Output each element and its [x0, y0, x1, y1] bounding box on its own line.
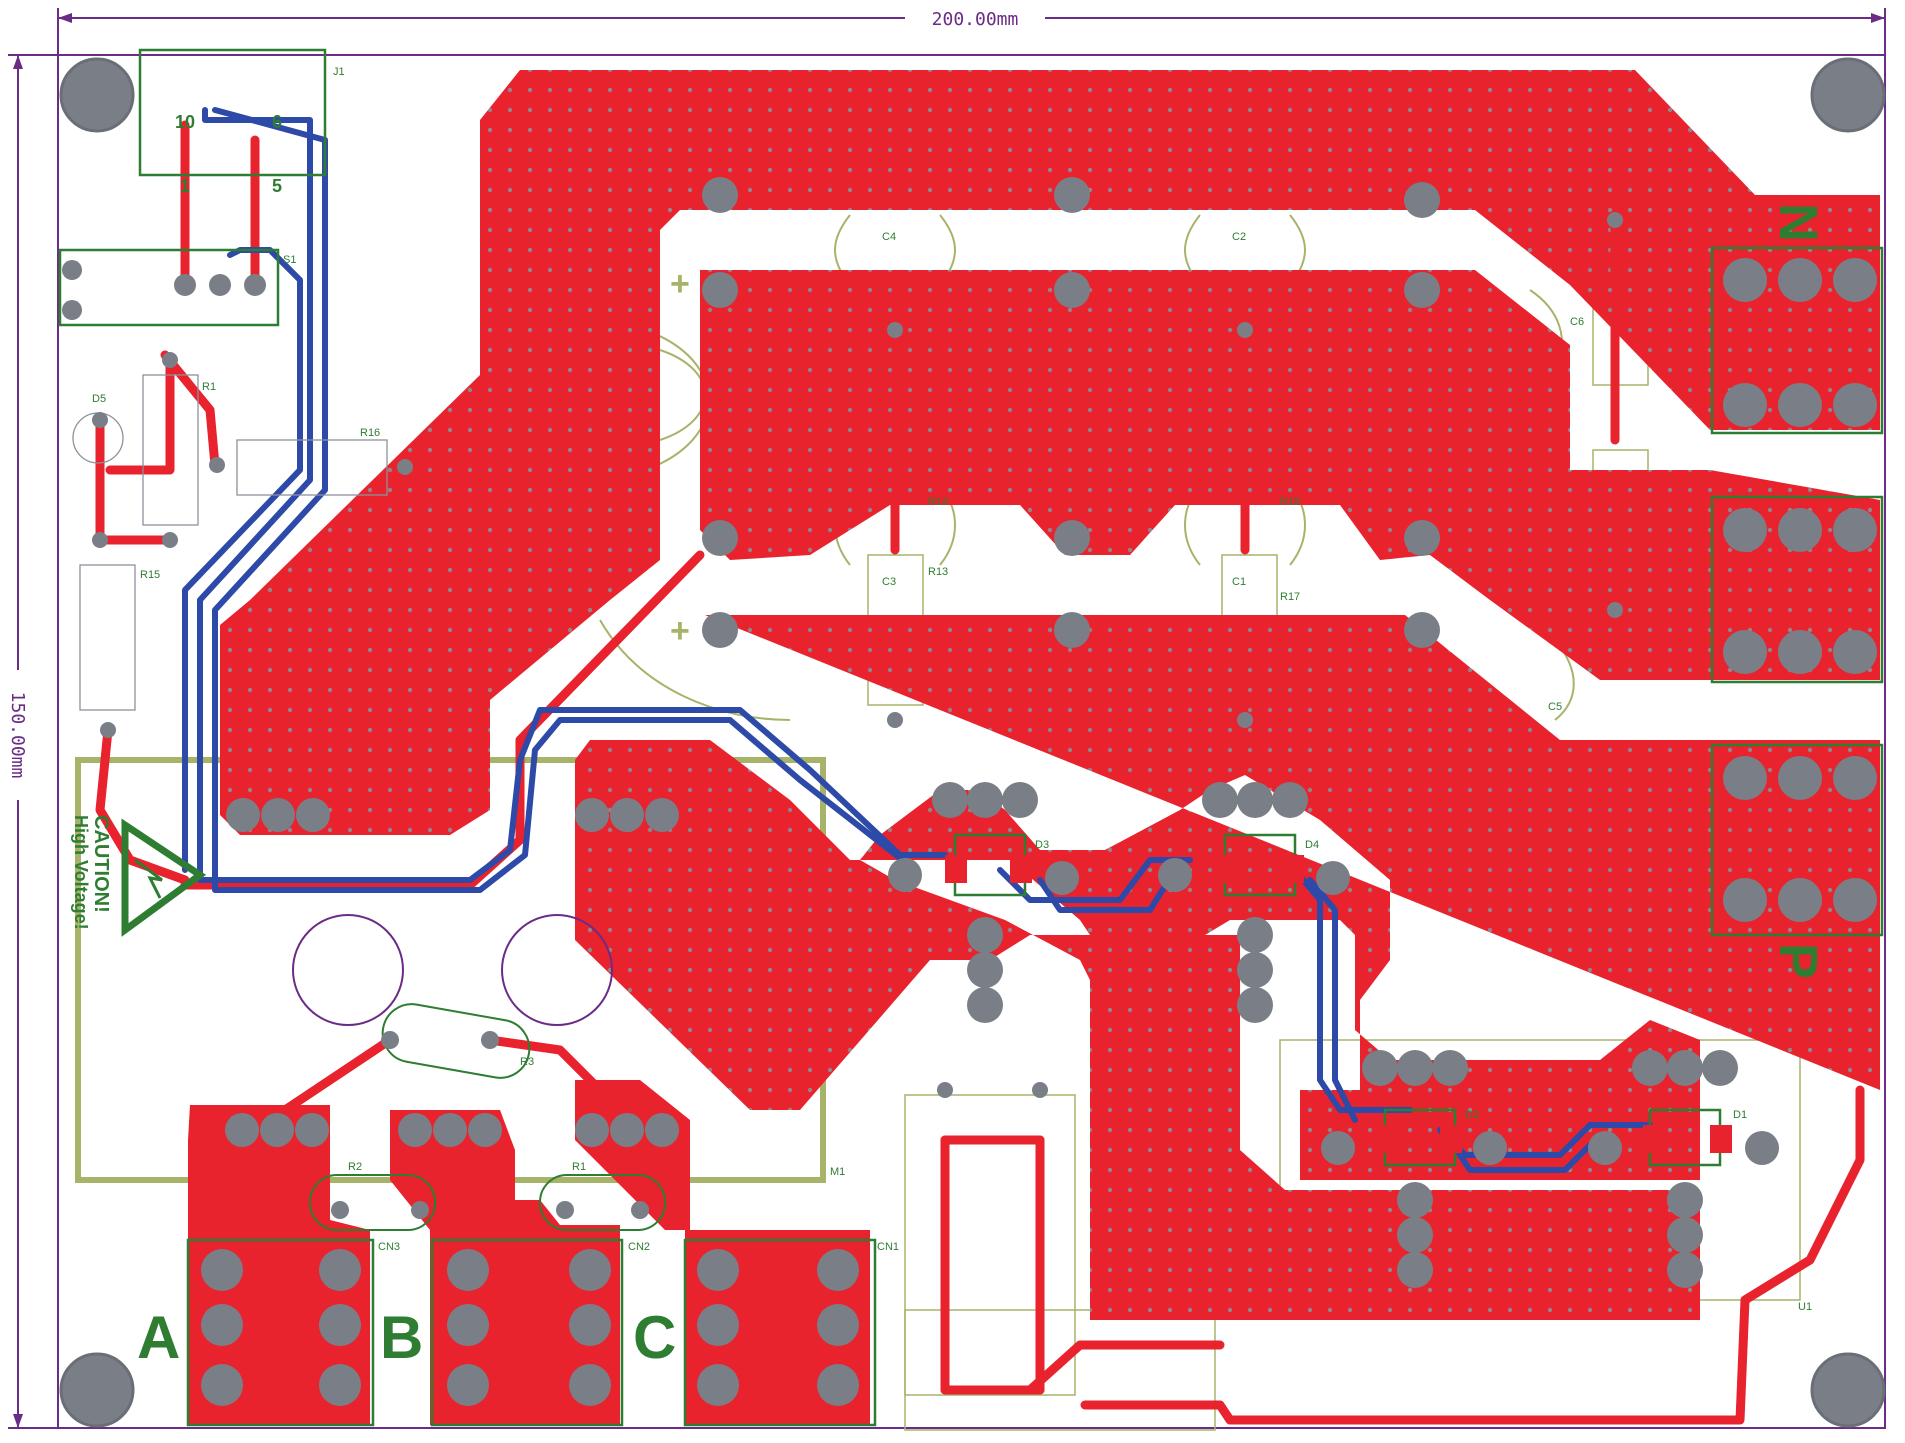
caution-symbol	[121, 818, 207, 937]
j1-pin10: 10	[175, 112, 195, 132]
height-dimension-label: 150.00mm	[7, 692, 28, 779]
r18-ref: R18	[1280, 496, 1300, 508]
r13-ref: R13	[928, 566, 948, 578]
terminal-b-label: B	[380, 1304, 423, 1371]
cn2-ref: CN2	[628, 1241, 650, 1253]
terminal-pads	[201, 258, 1877, 1406]
component-refs: D5 R1 R16 R15 R14 R13 R18 R17 C4 C2 C3 C…	[92, 231, 1812, 1313]
d4-ref: D4	[1305, 839, 1319, 851]
cn1-ref: CN1	[877, 1241, 899, 1253]
r1-ref: R1	[202, 381, 216, 393]
r15-ref: R15	[140, 569, 160, 581]
hardware-outlines	[292, 914, 613, 1026]
r2-ref: R2	[348, 1161, 362, 1173]
r1b-ref: R1	[572, 1161, 586, 1173]
j1-pin5: 5	[272, 176, 282, 196]
bottom-traces	[182, 107, 1653, 1173]
board-outline	[57, 54, 1886, 1429]
copper-pour-cn2	[390, 1110, 620, 1425]
pads	[62, 177, 1779, 1288]
j1-ref: J1	[333, 66, 345, 78]
u1-ref: U1	[1798, 1301, 1812, 1313]
silkscreen-outlines	[58, 48, 1884, 1427]
d2-ref: D2	[1465, 1109, 1479, 1121]
c2-ref: C2	[1232, 231, 1246, 243]
j1-pin6: 6	[272, 112, 282, 132]
dimension-width: 200.00mm	[57, 6, 1886, 58]
d1-ref: D1	[1733, 1109, 1747, 1121]
dimension-height: 150.00mm	[6, 54, 58, 1429]
j1-labels: J1 10 6 1 5 S1	[175, 66, 345, 266]
copper-pour-cn3	[188, 1105, 370, 1425]
c6-ref: C6	[1570, 316, 1584, 328]
cap-plus-upper: +	[670, 265, 690, 303]
terminal-n-label: N	[1768, 203, 1828, 242]
terminal-c-label: C	[633, 1304, 676, 1371]
width-dimension-label: 200.00mm	[932, 9, 1019, 30]
d5-ref: D5	[92, 393, 106, 405]
r14-ref: R14	[928, 496, 948, 508]
r17-ref: R17	[1280, 591, 1300, 603]
smd-diodes	[945, 855, 1732, 1153]
resistor-footprint-outlines	[309, 1003, 666, 1231]
c5-ref: C5	[1548, 701, 1562, 713]
c4-ref: C4	[882, 231, 896, 243]
c1-ref: C1	[1232, 576, 1246, 588]
terminal-letters: A B C N P	[137, 203, 1828, 1371]
cn3-ref: CN3	[378, 1241, 400, 1253]
caution-text: CAUTION! High Voltage!	[71, 815, 112, 930]
s1-ref: S1	[283, 254, 296, 266]
terminal-a-label: A	[137, 1304, 180, 1371]
cap-plus-lower: +	[670, 612, 690, 650]
d3-ref: D3	[1035, 839, 1049, 851]
mounting-holes	[59, 57, 1886, 1428]
r16-ref: R16	[360, 427, 380, 439]
j1-pin1: 1	[180, 176, 190, 196]
m1-ref: M1	[830, 1166, 845, 1178]
via-pattern	[220, 70, 1880, 1320]
c3-ref: C3	[882, 576, 896, 588]
caution-line2: High Voltage!	[71, 815, 91, 930]
terminal-p-label: P	[1768, 943, 1828, 979]
caution-line1: CAUTION!	[90, 815, 112, 913]
r3-ref: R3	[520, 1056, 534, 1068]
